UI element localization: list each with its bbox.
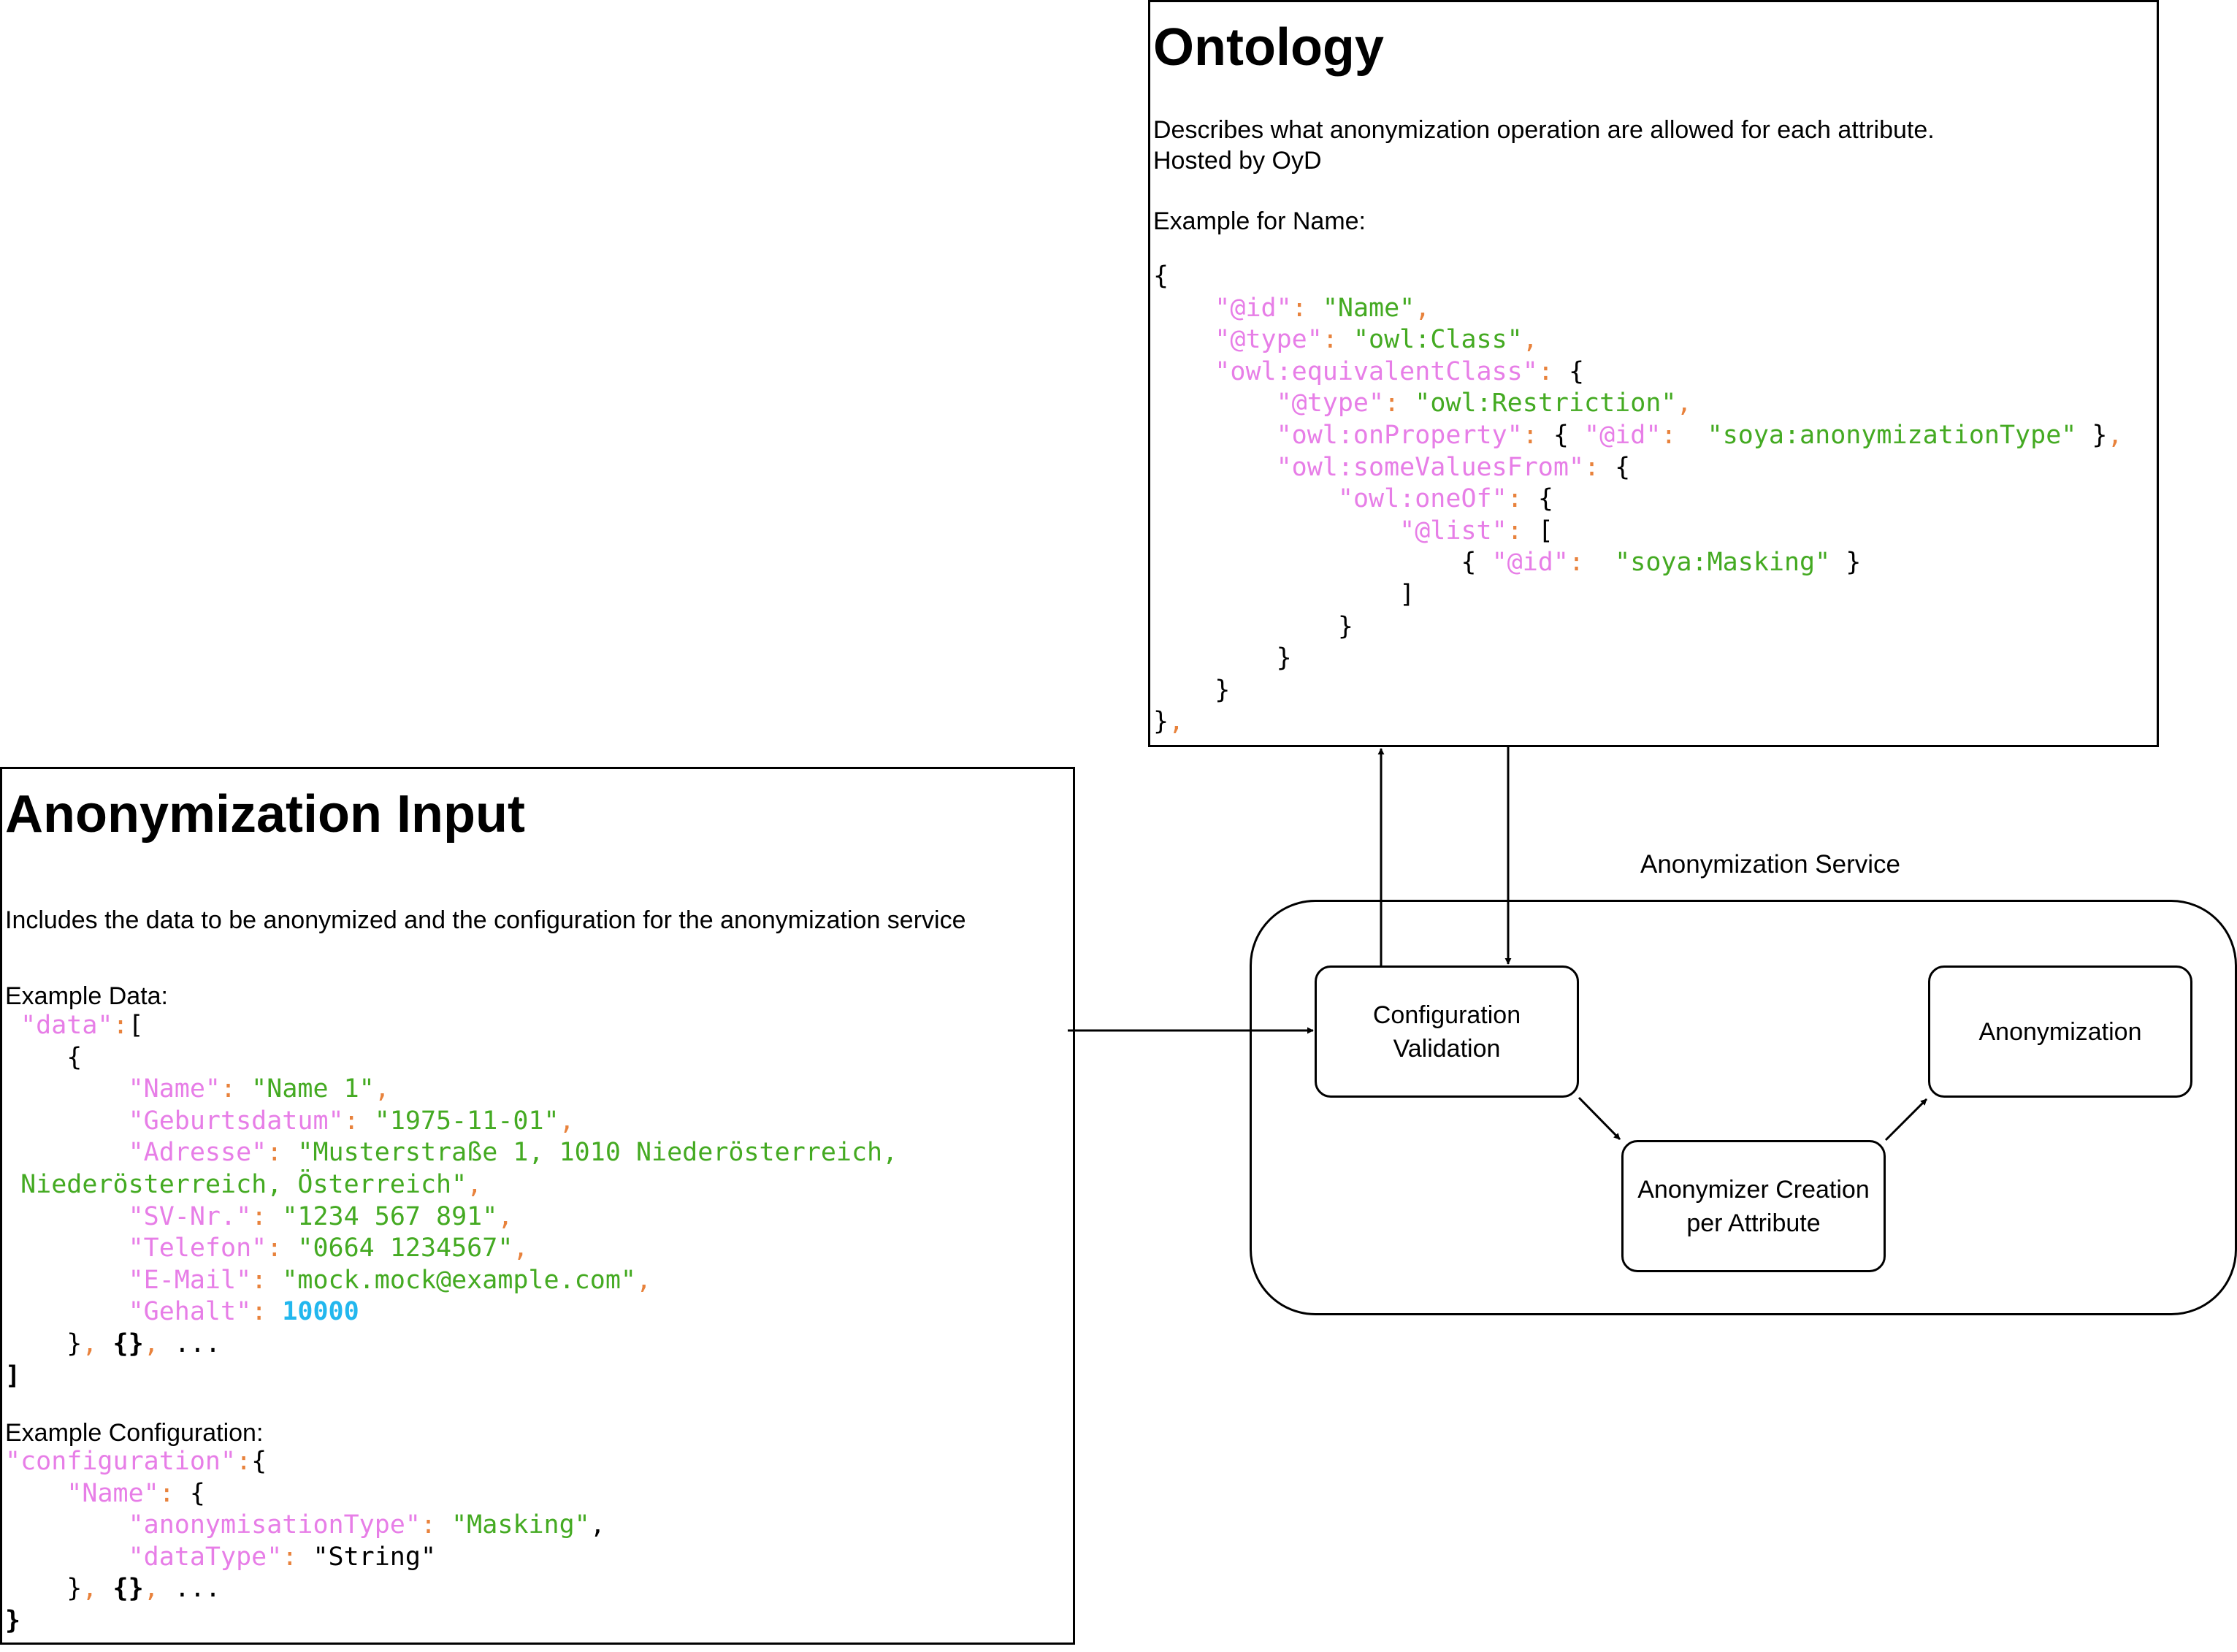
arrow-validation-to-creation	[1578, 1096, 1621, 1141]
ontology-description: Describes what anonymization operation a…	[1153, 115, 1935, 176]
arrow-creation-to-anonymization	[1884, 1098, 1928, 1142]
example-config-label: Example Configuration:	[5, 1419, 264, 1447]
anonymization-service-container	[1250, 900, 2237, 1315]
anonymization-input-box: Anonymization Input Includes the data to…	[0, 767, 1075, 1645]
example-config-code: "configuration":{ "Name": { "anonymisati…	[5, 1447, 605, 1635]
service-label: Anonymization Service	[1640, 850, 1900, 879]
example-data-label: Example Data:	[5, 982, 168, 1010]
input-description: Includes the data to be anonymized and t…	[5, 906, 966, 934]
input-title: Anonymization Input	[5, 785, 525, 844]
configuration-validation-label: Configuration Validation	[1372, 1001, 1521, 1063]
configuration-validation-node[interactable]: Configuration Validation	[1315, 965, 1579, 1098]
ontology-description-line1: Describes what anonymization operation a…	[1153, 116, 1935, 144]
example-data-code: "data":[ { "Name": "Name 1", "Geburtsdat…	[5, 1011, 898, 1391]
ontology-box: Ontology Describes what anonymization op…	[1148, 0, 2159, 747]
ontology-example-label: Example for Name:	[1153, 207, 1366, 235]
anonymization-label: Anonymization	[1978, 1017, 2142, 1046]
ontology-title: Ontology	[1153, 18, 1384, 77]
ontology-description-line2: Hosted by OyD	[1153, 147, 1322, 175]
anonymizer-creation-node[interactable]: Anonymizer Creation per Attribute	[1621, 1140, 1886, 1272]
anonymizer-creation-label: Anonymizer Creation per Attribute	[1637, 1175, 1870, 1237]
ontology-code: { "@id": "Name", "@type": "owl:Class", "…	[1153, 261, 2123, 737]
anonymization-node[interactable]: Anonymization	[1928, 965, 2192, 1098]
